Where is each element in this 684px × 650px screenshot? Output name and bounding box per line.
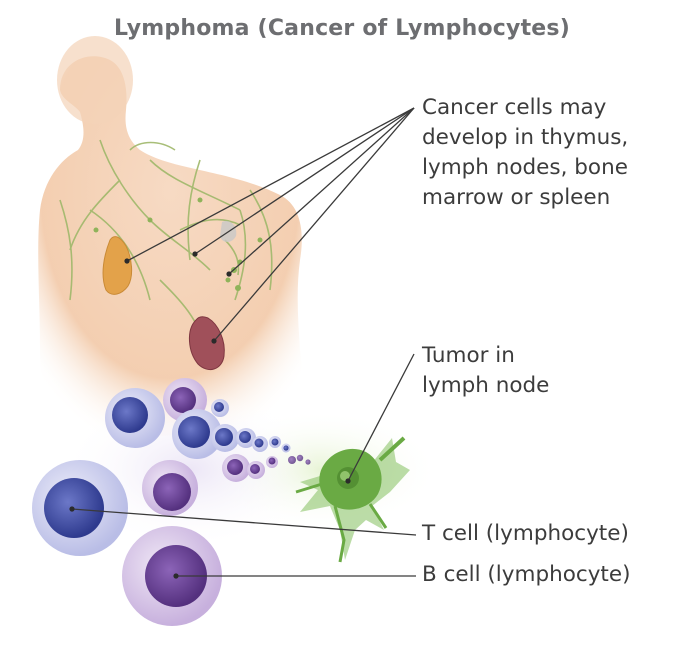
label-line: lymph nodes, bone (422, 155, 628, 180)
label-line: Cancer cells may (422, 95, 607, 120)
leader-lines (71, 107, 417, 577)
label-line: Tumor in (422, 343, 515, 368)
label-line: marrow or spleen (422, 185, 611, 210)
spleen (189, 316, 225, 371)
label-t-cell: T cell (lymphocyte) (422, 521, 629, 546)
label-tumor: Tumor in lymph node (422, 341, 549, 401)
diagram-title: Lymphoma (Cancer of Lymphocytes) (114, 16, 570, 41)
leader-dots (69, 251, 351, 579)
label-line: develop in thymus, (422, 125, 629, 150)
label-cancer-cells: Cancer cells may develop in thymus, lymp… (422, 93, 628, 213)
t-cell (32, 460, 128, 556)
label-b-cell: B cell (lymphocyte) (422, 562, 631, 587)
thymus (102, 236, 133, 295)
label-line: lymph node (422, 373, 550, 398)
lymphocyte-cluster (105, 378, 311, 516)
